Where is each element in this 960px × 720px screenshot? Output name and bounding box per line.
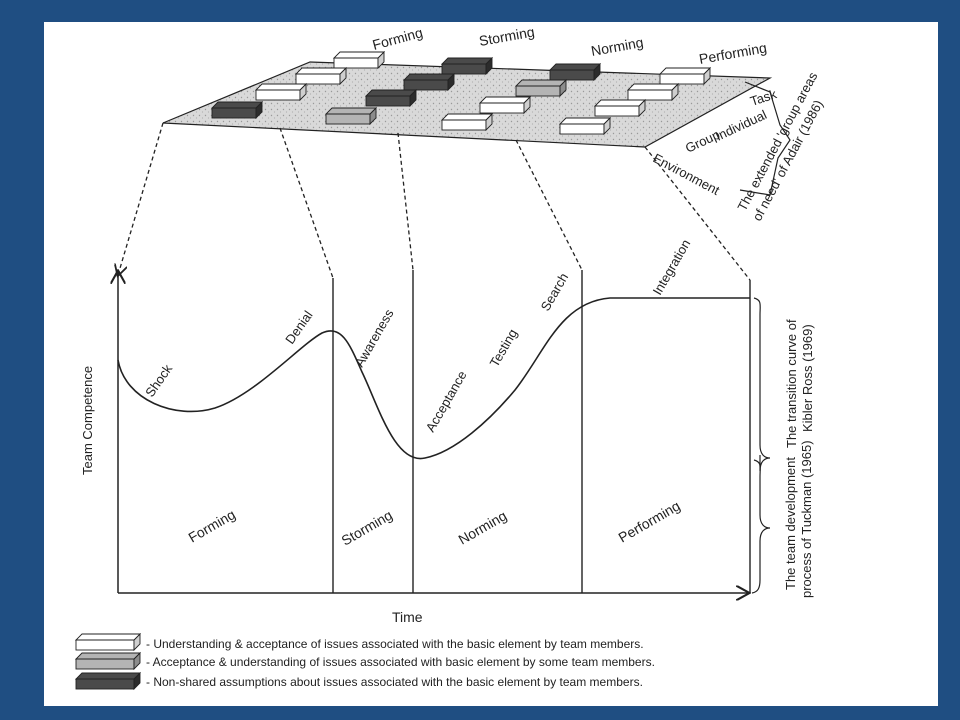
area-label-group: Group (683, 127, 722, 156)
phase-label-forming: Forming (186, 506, 238, 546)
kubler-bracket (753, 297, 771, 472)
tuckman-label-line2: process of Tuckman (1965) (799, 440, 814, 598)
legend-swatch-light (74, 651, 142, 671)
phase-label-storming: Storming (339, 507, 396, 549)
phase-label-performing: Performing (616, 498, 683, 546)
phase-label-norming: Norming (456, 507, 510, 547)
plane-block-13 (658, 66, 712, 86)
curve-label-acceptance: Acceptance (423, 368, 470, 434)
plane-block-1 (332, 50, 386, 70)
plane-block-6 (402, 72, 456, 92)
tuckman-bracket (751, 459, 771, 594)
area-label-individual: Individual (713, 107, 769, 144)
dashed-connectors (118, 122, 751, 281)
y-axis-label: Team Competence (80, 366, 95, 475)
plane-block-9 (548, 62, 602, 82)
plane-block-12 (440, 112, 494, 132)
legend-text-light: - Acceptance & understanding of issues a… (146, 655, 655, 669)
curve-label-awareness: Awareness (352, 306, 397, 369)
plane-stage-label-forming: Forming (371, 24, 425, 53)
plane-block-8 (324, 106, 378, 126)
curve-label-testing: Testing (487, 326, 521, 369)
legend-text-dark: - Non-shared assumptions about issues as… (146, 675, 643, 689)
plane-block-7 (364, 88, 418, 108)
plane-stage-label-storming: Storming (478, 23, 536, 48)
kubler-label-line2: Kibler Ross (1969) (800, 324, 815, 432)
plane-block-10 (514, 78, 568, 98)
phase-dividers (332, 270, 751, 593)
legend-swatches (74, 632, 142, 691)
legend-swatch-white (74, 632, 142, 652)
curve-label-search: Search (538, 270, 572, 313)
legend: - Understanding & acceptance of issues a… (74, 632, 655, 691)
plane-stage-label-performing: Performing (698, 39, 768, 67)
area-label-environment: Environment (651, 150, 723, 198)
transition-curve (117, 297, 750, 460)
plane-block-15 (593, 98, 647, 118)
plane-block-4 (210, 100, 264, 120)
tuckman-label-line1: The team development (783, 457, 798, 590)
plane-block-11 (478, 95, 532, 115)
legend-swatch-dark (74, 671, 142, 691)
plane-block-14 (626, 82, 680, 102)
curve-label-shock: Shock (142, 361, 175, 400)
plane-block-2 (294, 66, 348, 86)
legend-text-white: - Understanding & acceptance of issues a… (146, 637, 644, 651)
plane-block-5 (440, 56, 494, 76)
kubler-label-line1: The transition curve of (784, 319, 799, 448)
plane-blocks (210, 50, 712, 136)
curve-label-integration: Integration (650, 237, 694, 298)
x-axis-label: Time (392, 609, 423, 625)
plane-stage-label-norming: Norming (590, 34, 645, 59)
plane-block-16 (558, 116, 612, 136)
plane-block-3 (254, 82, 308, 102)
adair-bracket (739, 81, 791, 196)
